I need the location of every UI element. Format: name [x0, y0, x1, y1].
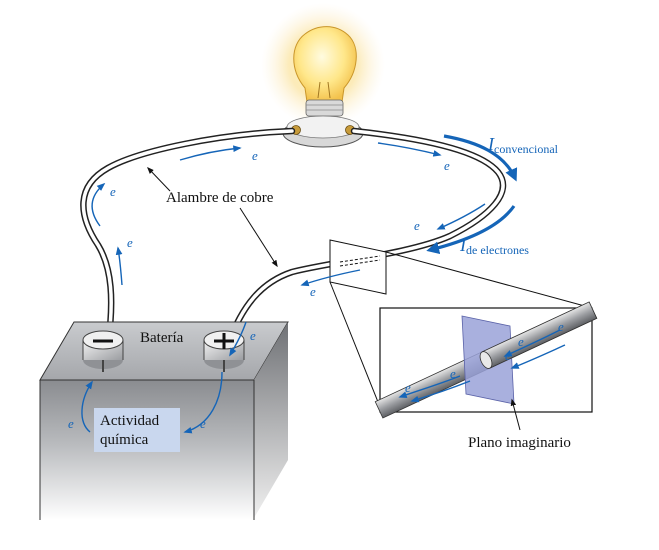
conventional-current-arrow	[443, 134, 518, 182]
zoom-lines	[329, 251, 593, 413]
battery-label: Batería	[140, 330, 184, 346]
svg-text:e: e	[444, 158, 450, 173]
svg-text:e: e	[252, 148, 258, 163]
battery-electron-flow	[81, 321, 247, 434]
conventional-current-label: Iconvencional	[487, 134, 559, 156]
svg-text:e: e	[310, 284, 316, 299]
light-bulb	[261, 3, 385, 127]
plane-label-pointer	[510, 398, 521, 431]
copper-wire-right	[224, 127, 507, 349]
svg-text:e: e	[414, 218, 420, 233]
bulb-socket	[282, 115, 364, 148]
electron-labels-wire: e e e e e e	[110, 148, 450, 299]
svg-text:e: e	[505, 348, 511, 363]
plane-label: Plano imaginario	[468, 435, 571, 451]
imaginary-plane-small	[329, 239, 387, 295]
copper-wire-left	[80, 127, 296, 349]
chemical-activity-line1: Actividad	[100, 413, 160, 429]
svg-text:e: e	[450, 366, 456, 381]
inset-electron-labels: e e e e e	[405, 319, 564, 395]
svg-text:e: e	[68, 416, 74, 431]
electron-flow-arrows	[91, 142, 486, 287]
svg-text:e: e	[558, 319, 564, 334]
zoom-inset	[374, 301, 598, 419]
electron-current-label: Ide electrones	[459, 235, 529, 257]
svg-text:e: e	[127, 235, 133, 250]
svg-text:e: e	[200, 416, 206, 431]
wire-label-pointers	[147, 166, 278, 268]
wire-label: Alambre de cobre	[166, 190, 274, 206]
svg-text:e: e	[405, 380, 411, 395]
svg-text:e: e	[250, 328, 256, 343]
positive-terminal	[203, 330, 245, 372]
battery-electron-labels: e e e	[68, 328, 256, 431]
chemical-activity-line2: química	[100, 432, 149, 448]
negative-terminal	[82, 330, 124, 372]
svg-text:e: e	[518, 334, 524, 349]
electron-current-arrow	[426, 205, 516, 255]
chemical-activity-box	[94, 408, 180, 452]
svg-text:e: e	[110, 184, 116, 199]
